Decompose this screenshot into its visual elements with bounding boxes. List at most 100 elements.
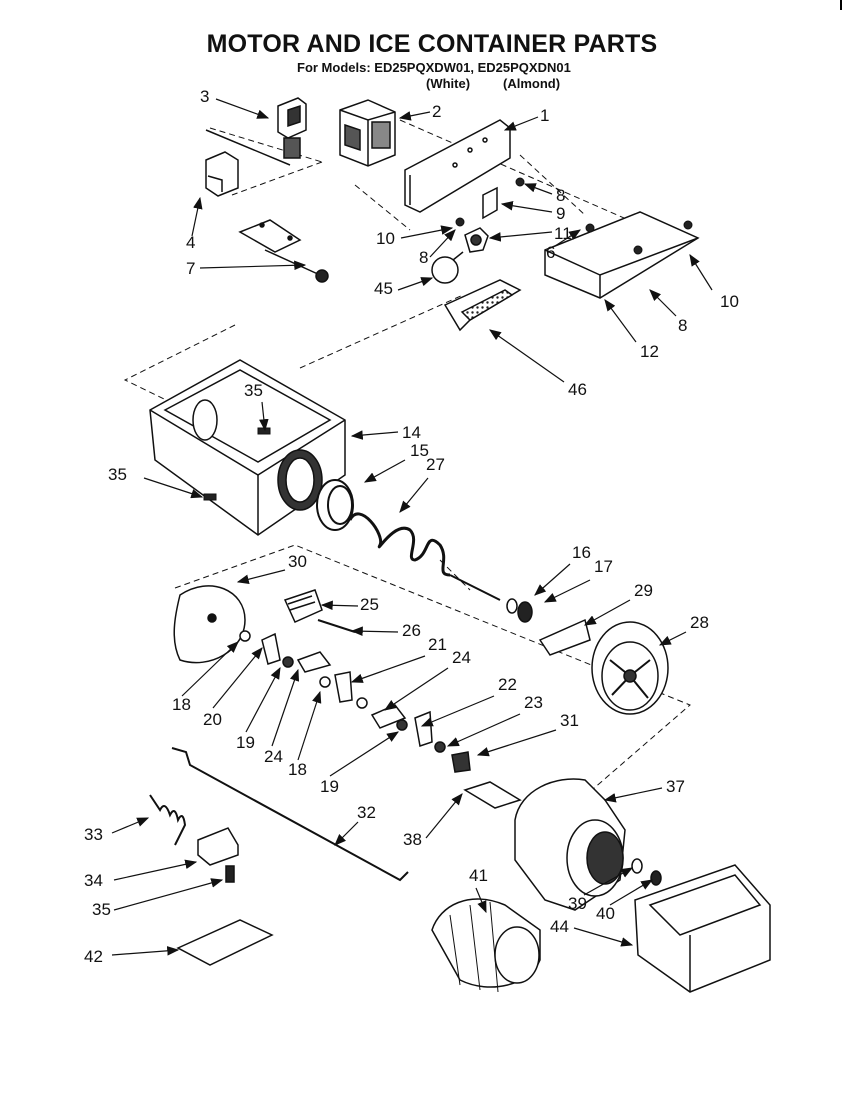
part-number-label: 8 xyxy=(419,248,428,267)
part-number-label: 9 xyxy=(556,204,565,223)
leader-line xyxy=(398,111,431,121)
scan-edge-top xyxy=(840,0,842,10)
part-number-label: 46 xyxy=(568,380,587,399)
part-number-label: 39 xyxy=(568,894,587,913)
part-29-bracket xyxy=(538,618,591,656)
part-number-label: 14 xyxy=(402,423,421,442)
part-number-label: 37 xyxy=(666,777,685,796)
part-42-pad xyxy=(176,919,274,966)
part-46-grille xyxy=(443,279,522,332)
part-1-motor-plate xyxy=(404,119,511,213)
part-number-label: 4 xyxy=(186,233,195,252)
part-number-label: 6 xyxy=(546,243,555,262)
part-25-cam xyxy=(283,589,323,623)
color-almond-label: (Almond) xyxy=(503,76,561,91)
part-number-label: 28 xyxy=(690,613,709,632)
part-number-label: 34 xyxy=(84,871,103,890)
part-number-label: 24 xyxy=(452,648,471,667)
leader-line xyxy=(384,667,449,711)
part-45-light-bulb xyxy=(431,251,464,284)
small-screws xyxy=(455,177,693,255)
part-3-switch xyxy=(277,97,307,159)
diagram-title: MOTOR AND ICE CONTAINER PARTS xyxy=(206,30,658,58)
part-9-clip xyxy=(482,186,498,220)
part-number-label: 25 xyxy=(360,595,379,614)
part-number-label: 16 xyxy=(572,543,591,562)
part-number-label: 44 xyxy=(550,917,569,936)
part-number-label: 8 xyxy=(556,186,565,205)
part-number-label: 11 xyxy=(554,224,572,243)
part-number-label: 41 xyxy=(469,866,488,885)
leader-line xyxy=(603,787,663,803)
part-number-label: 23 xyxy=(524,693,543,712)
leader-line xyxy=(111,946,180,956)
part-number-label: 33 xyxy=(84,825,103,844)
leader-line xyxy=(583,867,634,896)
leader-line xyxy=(573,927,634,947)
leader-line xyxy=(236,569,286,584)
leader-line xyxy=(113,878,224,911)
leader-line xyxy=(400,225,454,239)
leader-line xyxy=(476,729,557,757)
part-32-rod xyxy=(171,747,409,882)
part-number-label: 7 xyxy=(186,259,195,278)
part-number-label: 3 xyxy=(200,87,209,106)
part-33-spring xyxy=(149,794,187,846)
part-2-auger-motor xyxy=(339,99,396,167)
part-number-label: 35 xyxy=(108,465,127,484)
part-number-label: 45 xyxy=(374,279,393,298)
callout-labels: 1234678889101011121415161718181919202122… xyxy=(84,87,739,966)
part-number-label: 40 xyxy=(596,904,615,923)
leader-line xyxy=(113,859,198,881)
leader-line xyxy=(397,277,434,291)
part-number-label: 32 xyxy=(357,803,376,822)
color-white-label: (White) xyxy=(426,76,471,91)
leader-line xyxy=(543,579,591,603)
leader-line xyxy=(420,695,495,727)
part-12-cover xyxy=(544,211,700,299)
part-number-label: 18 xyxy=(288,760,307,779)
part-number-label: 29 xyxy=(634,581,653,600)
leader-line xyxy=(259,401,269,432)
part-number-label: 35 xyxy=(244,381,263,400)
leader-line xyxy=(297,690,322,761)
part-41-chute xyxy=(431,898,541,993)
leader-line xyxy=(320,600,359,611)
part-11-socket xyxy=(464,227,489,253)
leader-line xyxy=(446,713,521,747)
part-number-label: 10 xyxy=(720,292,739,311)
leader-line xyxy=(334,821,359,846)
models-line: For Models: ED25PQXDW01, ED25PQXDN01 xyxy=(297,60,571,75)
part-number-label: 17 xyxy=(594,557,613,576)
leader-line xyxy=(609,879,654,906)
part-44-cover xyxy=(634,864,771,993)
part-number-label: 22 xyxy=(498,675,517,694)
leader-line xyxy=(245,666,281,733)
crusher-blades xyxy=(239,630,471,773)
part-number-label: 35 xyxy=(92,900,111,919)
leader-line xyxy=(689,253,713,291)
part-26-shaft xyxy=(317,619,356,633)
part-15-ring xyxy=(316,479,354,531)
part-number-label: 30 xyxy=(288,552,307,571)
part-number-label: 19 xyxy=(320,777,339,796)
part-37-housing xyxy=(514,778,626,911)
part-number-label: 31 xyxy=(560,711,579,730)
leader-line xyxy=(658,631,687,646)
leader-line xyxy=(212,647,263,709)
leader-line xyxy=(111,817,150,834)
leader-line xyxy=(534,563,571,596)
leader-line xyxy=(143,477,204,499)
part-number-label: 18 xyxy=(172,695,191,714)
leader-line xyxy=(649,289,677,317)
part-number-label: 2 xyxy=(432,102,441,121)
part-28-impeller xyxy=(591,621,669,715)
leader-line xyxy=(350,626,399,637)
leader-line xyxy=(350,430,399,440)
leader-line xyxy=(475,887,487,914)
leader-line xyxy=(215,98,270,119)
leader-line xyxy=(554,229,582,247)
leader-line xyxy=(583,599,631,626)
part-number-label: 19 xyxy=(236,733,255,752)
